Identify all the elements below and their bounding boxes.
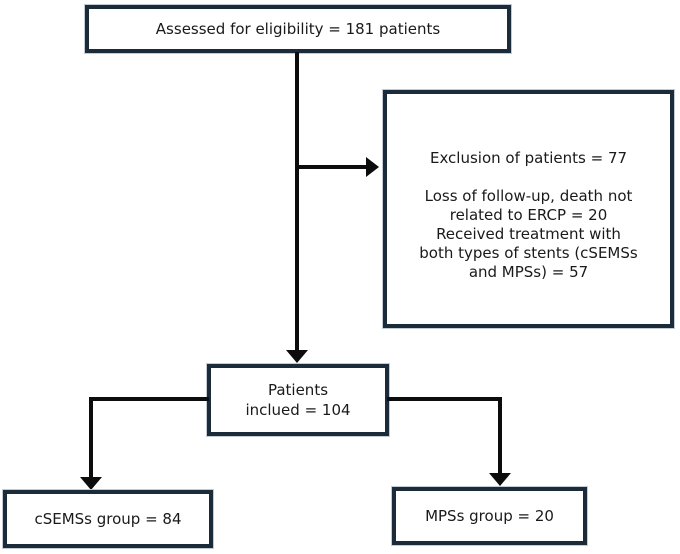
exclusion-line: both types of stents (cSEMSs	[419, 243, 638, 262]
exclusion-line: related to ERCP = 20	[449, 205, 608, 224]
eligibility-box: Assessed for eligibility = 181 patients	[85, 5, 511, 53]
exclusion-line: and MPSs) = 57	[468, 262, 589, 281]
connector-included-to-mpss-horizontal	[387, 397, 502, 401]
mpss-group-box: MPSs group = 20	[392, 487, 587, 545]
included-line: Patients	[267, 381, 329, 399]
mpss-group-label: MPSs group = 20	[425, 507, 554, 525]
exclusion-line: Received treatment with	[436, 224, 621, 243]
exclusion-box: Exclusion of patients = 77 Loss of follo…	[383, 90, 674, 328]
arrowhead-right-exclusion	[366, 157, 379, 177]
connector-included-to-csemss-horizontal	[89, 397, 209, 401]
arrowhead-down-csemss	[80, 477, 102, 490]
connector-to-exclusion	[297, 165, 367, 169]
arrowhead-down-included	[286, 350, 308, 363]
csemss-group-box: cSEMSs group = 84	[3, 490, 213, 548]
eligibility-label: Assessed for eligibility = 181 patients	[155, 20, 441, 38]
exclusion-line: Exclusion of patients = 77	[429, 148, 628, 167]
exclusion-line: Loss of follow-up, death not	[424, 186, 633, 205]
connector-eligibility-to-included	[295, 52, 299, 352]
csemss-group-label: cSEMSs group = 84	[34, 510, 182, 528]
included-box: Patients inclued = 104	[207, 364, 389, 436]
included-line: inclued = 104	[245, 401, 351, 419]
connector-included-to-mpss-vertical	[498, 397, 502, 475]
connector-included-to-csemss-vertical	[89, 397, 93, 479]
arrowhead-down-mpss	[489, 473, 511, 486]
